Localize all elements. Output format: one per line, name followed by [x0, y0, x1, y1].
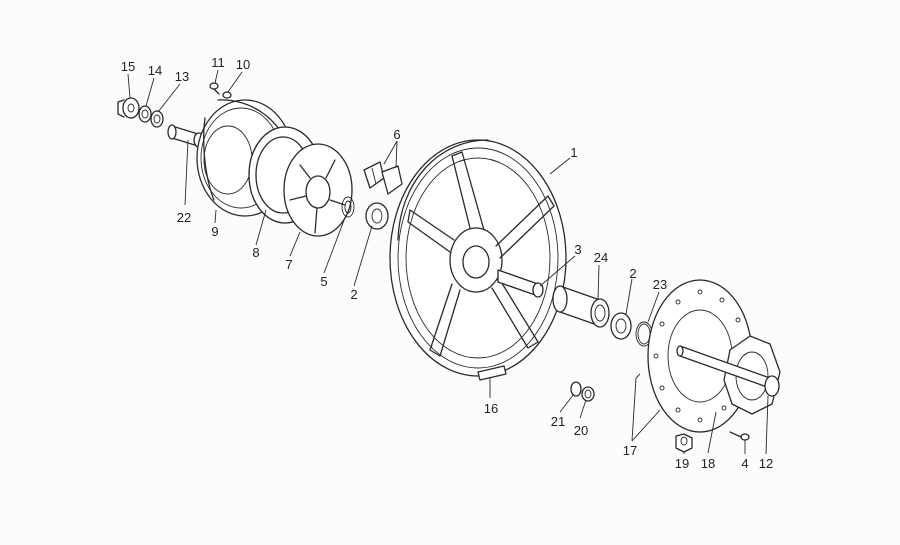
- callout-9: 9: [211, 224, 218, 239]
- leader-lines: [127, 69, 769, 455]
- callout-24: 24: [594, 250, 608, 265]
- callout-7: 7: [285, 257, 292, 272]
- callout-12: 12: [759, 456, 773, 471]
- callout-2-right: 2: [629, 266, 636, 281]
- part-12-spindle: [676, 345, 780, 397]
- part-21-washer: [570, 381, 582, 397]
- callout-22: 22: [177, 210, 191, 225]
- part-16-balance-weight: [477, 365, 507, 381]
- part-1-wheel: [389, 139, 567, 377]
- callout-19: 19: [675, 456, 689, 471]
- callout-3: 3: [574, 242, 581, 257]
- callout-8: 8: [252, 245, 259, 260]
- part-15-spacer: [117, 97, 140, 119]
- part-19-nut: [675, 433, 693, 453]
- callout-21: 21: [551, 414, 565, 429]
- callout-6: 6: [393, 127, 400, 142]
- callout-16: 16: [484, 401, 498, 416]
- callout-17: 17: [623, 443, 637, 458]
- part-10-washer: [222, 91, 232, 99]
- part-20-washer: [581, 386, 595, 402]
- callout-18: 18: [701, 456, 715, 471]
- part-13-seal: [150, 110, 164, 128]
- callout-23: 23: [653, 277, 667, 292]
- callout-5: 5: [320, 274, 327, 289]
- callout-15: 15: [121, 59, 135, 74]
- callout-1: 1: [570, 145, 577, 160]
- part-6-rubber-blocks: [363, 161, 403, 195]
- part-24-spacer: [552, 285, 610, 328]
- callout-20: 20: [574, 423, 588, 438]
- callout-14: 14: [148, 63, 162, 78]
- callout-10: 10: [236, 57, 250, 72]
- part-5-circlip: [341, 196, 355, 218]
- callout-11: 11: [211, 55, 225, 70]
- part-11-screw: [209, 82, 220, 95]
- callout-2-left: 2: [350, 287, 357, 302]
- part-2-bearing-left: [365, 202, 389, 230]
- callout-4: 4: [741, 456, 748, 471]
- callout-13: 13: [175, 69, 189, 84]
- callout-labels: 1 2 2 3 4 5 6 7 8 9 10 11 12 13 14 15 16…: [121, 55, 773, 471]
- part-2-bearing-right: [610, 312, 632, 340]
- part-7-cush-rubber: [283, 143, 353, 237]
- part-4-screw: [729, 431, 750, 441]
- part-14-bearing: [138, 105, 152, 123]
